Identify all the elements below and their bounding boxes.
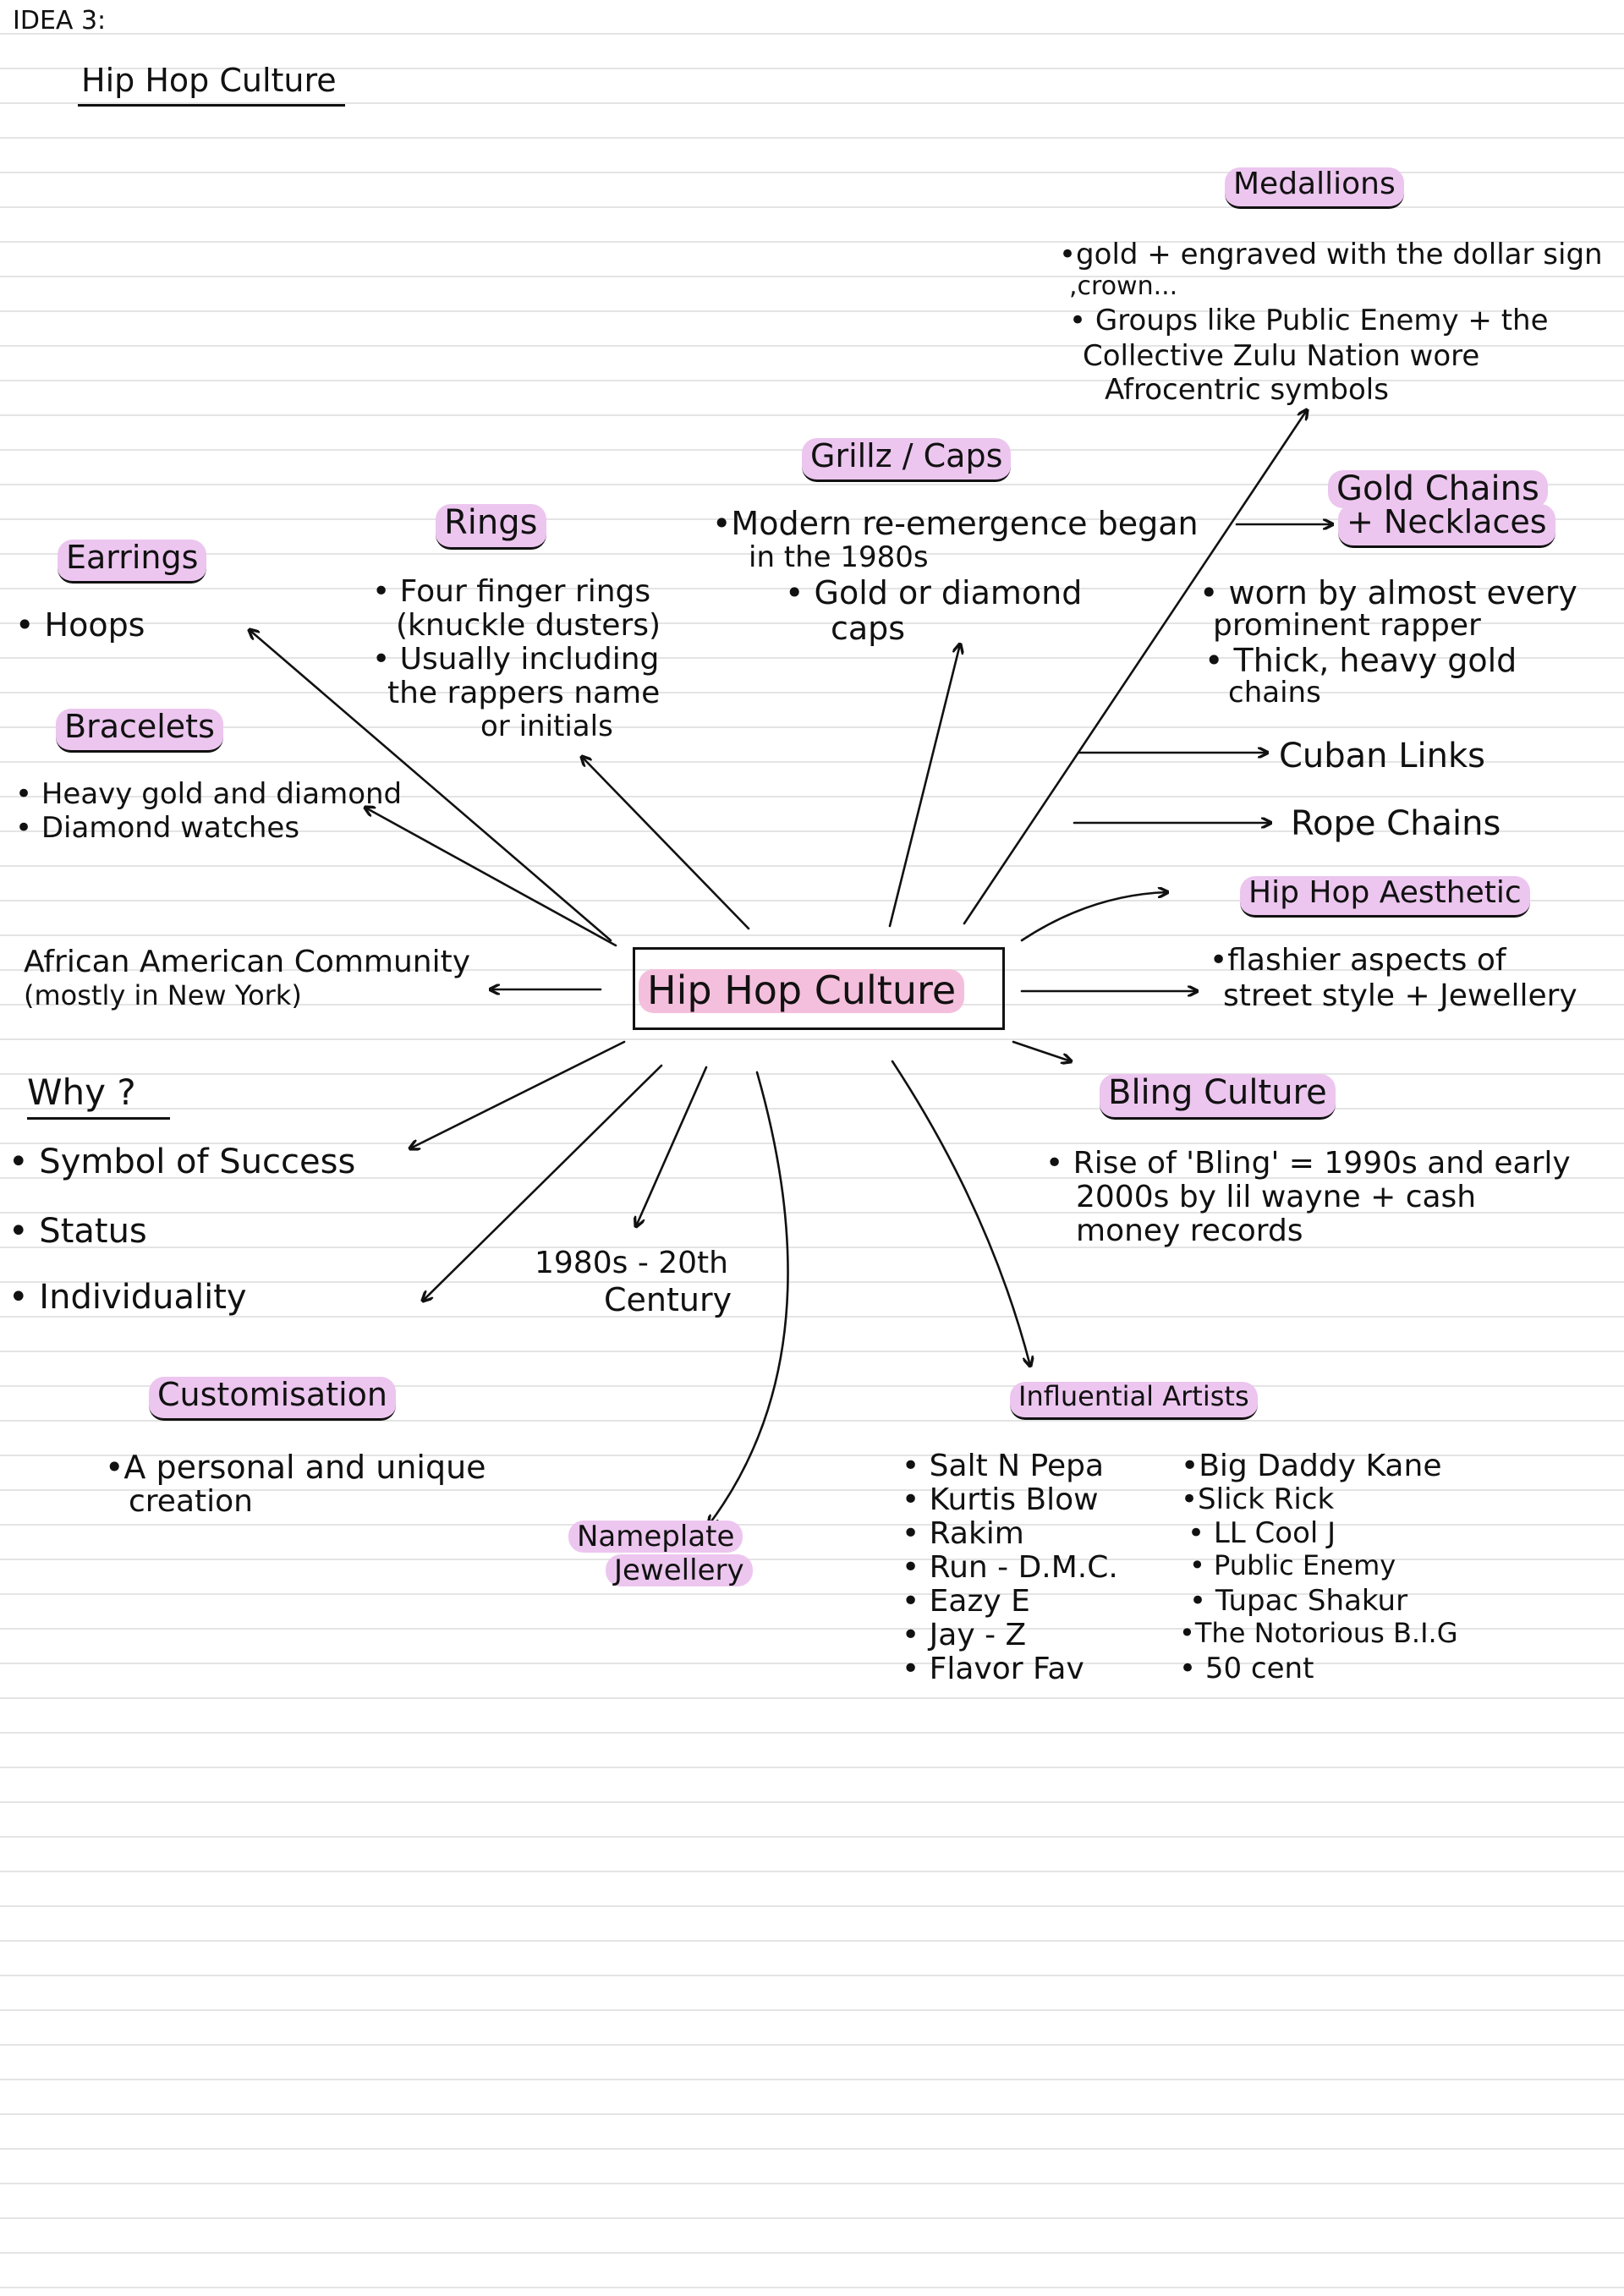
arrow-to-bracelets [365, 808, 617, 947]
rings-line-3: • Usually including [372, 642, 660, 677]
grillz-line-3: • Gold or diamond [785, 574, 1083, 611]
gold-chains-heading-line-2: + Necklaces [1338, 504, 1555, 548]
medallions-line-5: Afrocentric symbols [1105, 373, 1389, 407]
gold-chains-heading-line-1: Gold Chains [1328, 470, 1548, 508]
artist-item: • LL Cool J [1188, 1516, 1336, 1550]
arrow-to-why [410, 1040, 626, 1148]
rings-heading: Rings [436, 504, 546, 550]
artist-item: •Slick Rick [1181, 1482, 1335, 1516]
gold-chains-line-1: • worn by almost every [1199, 574, 1577, 611]
rings-line-4: the rappers name [387, 676, 661, 710]
bling-heading: Bling Culture [1100, 1074, 1336, 1120]
aesthetic-line-1: •flashier aspects of [1210, 943, 1506, 978]
rings-line-2: (knuckle dusters) [396, 608, 661, 643]
customisation-heading: Customisation [149, 1377, 397, 1421]
community-line-2: (mostly in New York) [24, 979, 302, 1011]
artist-item: • Flavor Fav [902, 1652, 1084, 1686]
arrow-to-earrings [250, 630, 612, 942]
why-item-2: • Status [8, 1212, 147, 1251]
medallions-line-3: • Groups like Public Enemy + the [1069, 304, 1549, 337]
rings-line-1: • Four finger rings [372, 574, 651, 609]
bracelets-item-2: • Diamond watches [15, 811, 300, 845]
arrow-to-era [636, 1066, 708, 1226]
idea-label: IDEA 3: [13, 6, 107, 36]
customisation-line-1: •A personal and unique [105, 1449, 486, 1486]
grillz-line-2: in the 1980s [749, 540, 929, 574]
arrow-to-medallions [963, 410, 1307, 925]
medallions-line-1: •gold + engraved with the dollar sign [1059, 238, 1603, 271]
artist-item: • Public Enemy [1189, 1549, 1396, 1581]
gold-chains-line-4: chains [1228, 676, 1321, 710]
bling-line-1: • Rise of 'Bling' = 1990s and early [1045, 1146, 1571, 1181]
artist-item: •Big Daddy Kane [1181, 1449, 1442, 1483]
era-line-1: 1980s - 20th [535, 1246, 728, 1280]
aesthetic-heading: Hip Hop Aesthetic [1240, 875, 1530, 918]
grillz-line-1: •Modern re-emergence began [712, 505, 1199, 542]
medallions-line-2: ,crown... [1069, 271, 1178, 301]
gold-chains-line-3: • Thick, heavy gold [1204, 642, 1517, 679]
arrow-to-grillz [888, 644, 960, 928]
artist-item: • Rakim [902, 1516, 1024, 1551]
grillz-heading: Grillz / Caps [802, 438, 1012, 482]
arrow-to-artists [891, 1060, 1030, 1366]
customisation-line-2: creation [129, 1484, 253, 1519]
arrow-to-bling [1012, 1040, 1071, 1061]
arrow-to-nameplate [709, 1071, 789, 1525]
nameplate-line-1: Nameplate [568, 1521, 743, 1553]
artist-item: • 50 cent [1179, 1652, 1314, 1685]
community-line-1: African American Community [24, 945, 471, 979]
arrow-to-rings [582, 757, 750, 930]
artist-item: • Kurtis Blow [902, 1482, 1099, 1517]
center-node-box [633, 947, 1005, 1030]
bling-line-3: money records [1076, 1214, 1303, 1248]
page-title: Hip Hop Culture [78, 63, 345, 107]
bracelets-heading: Bracelets [56, 709, 223, 753]
medallions-line-4: Collective Zulu Nation wore [1083, 339, 1480, 373]
medallions-heading: Medallions [1225, 167, 1404, 210]
bling-line-2: 2000s by lil wayne + cash [1076, 1180, 1477, 1214]
cuban-links-label: Cuban Links [1279, 737, 1486, 775]
center-node-title: Hip Hop Culture [639, 968, 965, 1013]
era-line-2: Century [604, 1281, 732, 1318]
bracelets-item-1: • Heavy gold and diamond [15, 777, 403, 811]
rope-chains-label: Rope Chains [1291, 804, 1501, 843]
gold-chains-line-2: prominent rapper [1213, 608, 1481, 643]
why-item-3: • Individuality [8, 1278, 247, 1317]
artist-item: •The Notorious B.I.G [1179, 1617, 1458, 1649]
arrow-to-aesthetic [1020, 892, 1167, 942]
artist-item: • Salt N Pepa [902, 1449, 1105, 1483]
artist-item: • Run - D.M.C. [902, 1550, 1118, 1585]
why-heading: Why ? [27, 1072, 170, 1121]
nameplate-line-2: Jewellery [606, 1554, 753, 1586]
aesthetic-line-2: street style + Jewellery [1223, 978, 1577, 1013]
artist-item: • Tupac Shakur [1189, 1584, 1408, 1618]
why-item-1: • Symbol of Success [8, 1143, 356, 1181]
rings-line-5: or initials [480, 710, 613, 743]
artist-item: • Eazy E [902, 1584, 1030, 1619]
grillz-line-4: caps [831, 610, 906, 647]
earrings-item: • Hoops [15, 606, 145, 644]
arrow-to-individuality [423, 1064, 663, 1301]
earrings-heading: Earrings [58, 540, 207, 584]
artist-item: • Jay - Z [902, 1618, 1027, 1652]
artists-heading: Influential Artists [1010, 1381, 1258, 1420]
